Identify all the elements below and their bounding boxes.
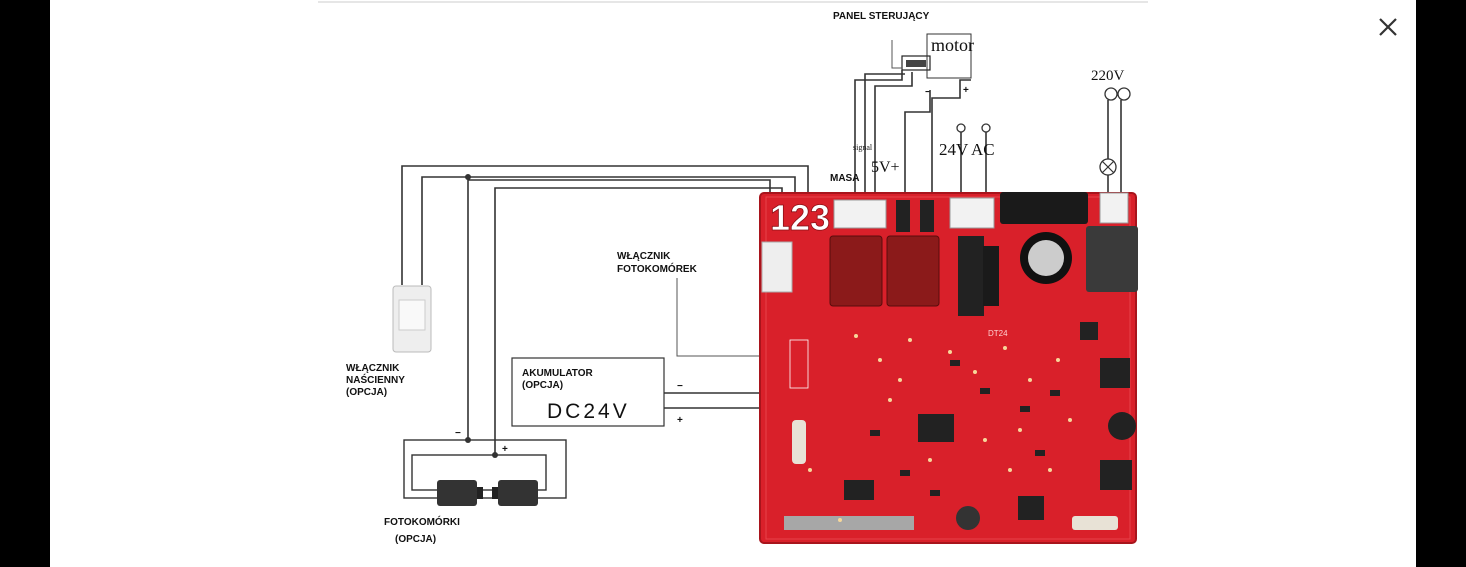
masa-label: MASA	[830, 173, 859, 184]
pcb-small-parts	[870, 360, 1060, 496]
wall-switch-label-3: (OPCJA)	[346, 387, 387, 398]
resistor-2	[792, 420, 806, 464]
panel-wire	[891, 40, 902, 69]
battery-voltage: DC24V	[547, 400, 630, 423]
photocell-receiver-icon	[498, 480, 538, 506]
photocell-transmitter-icon	[437, 480, 477, 506]
relay-3	[1086, 226, 1138, 292]
connector-signal	[833, 199, 887, 229]
photocell-receiver-lens	[492, 487, 498, 499]
v220-label: 220V	[1091, 68, 1125, 84]
relay-2	[886, 235, 940, 307]
connector-220v	[1099, 192, 1129, 224]
power-relay-black	[1000, 192, 1088, 224]
battery-minus: −	[677, 381, 683, 392]
wire-masa	[854, 70, 903, 192]
panel-label: PANEL STERUJĄCY	[833, 11, 930, 22]
pin-header	[983, 246, 999, 306]
battery-label-1: AKUMULATOR	[522, 368, 594, 379]
board-number: 123	[770, 197, 830, 238]
capacitor-3	[956, 506, 980, 530]
junction-1	[465, 174, 471, 180]
motor-box	[926, 33, 972, 79]
close-icon[interactable]	[1373, 12, 1403, 42]
wire-motor-plus	[931, 79, 971, 200]
motor-terminal-2	[920, 200, 934, 232]
ic-chip-2	[844, 480, 874, 500]
capacitor-top	[1028, 240, 1064, 276]
battery-box	[511, 357, 665, 427]
photocell-transmitter-lens	[477, 487, 483, 499]
wire-5v	[874, 72, 913, 192]
motor-minus: −	[925, 87, 931, 98]
transformer-block	[958, 236, 984, 316]
photocells-label-1: FOTOKOMÓRKI	[384, 515, 460, 528]
photo-switch-leader	[676, 278, 762, 357]
antenna-module	[784, 516, 914, 530]
wire-motor-minus	[904, 90, 931, 200]
ic-chip-1	[918, 414, 954, 442]
pcb-pads	[808, 334, 1072, 522]
transistor-1	[1080, 322, 1098, 340]
ac-label: AC	[971, 140, 995, 159]
pcb-marking: DT24	[988, 329, 1008, 338]
connector-photo	[761, 241, 793, 293]
battery-plus: +	[677, 415, 683, 426]
mains-terminal-1	[1104, 87, 1118, 101]
panel-connector-pins	[906, 60, 926, 67]
ac-terminal-1	[956, 123, 966, 133]
wiring-diagram: PANEL STERUJĄCY motor − + signal MASA 5V…	[318, 1, 1148, 545]
wall-switch-label-2: NAŚCIENNY	[346, 373, 405, 386]
wire-signal	[864, 73, 905, 192]
v5-label: 5V+	[871, 159, 900, 176]
capacitor-2	[1108, 412, 1136, 440]
motor-label: motor	[931, 35, 974, 55]
photocells-label-2: (OPCJA)	[395, 534, 436, 545]
motor-plus: +	[963, 85, 969, 96]
photo-switch-label-1: WŁĄCZNIK	[617, 251, 671, 262]
v24-label: 24V	[939, 140, 969, 159]
photocell-minus: −	[455, 428, 461, 439]
wall-switch-rocker	[398, 299, 426, 331]
wire-wall-switch-1	[401, 165, 809, 285]
control-board: 123 DT24	[759, 192, 1138, 544]
pcb-body	[759, 192, 1137, 544]
fuse-cross-2	[1101, 160, 1115, 174]
silkscreen-box	[789, 339, 809, 389]
transistor-3	[1100, 460, 1132, 490]
image-viewer: PANEL STERUJĄCY motor − + signal MASA 5V…	[50, 0, 1416, 567]
signal-label: signal	[853, 143, 873, 152]
resistor-large	[1072, 516, 1118, 530]
mains-terminal-2	[1117, 87, 1131, 101]
wire-wall-switch-2	[421, 176, 796, 285]
battery-label-2: (OPCJA)	[522, 380, 563, 391]
photocell-loop-outer	[403, 439, 567, 499]
wire-photocell-plus	[494, 187, 783, 455]
motor-terminal-1	[896, 200, 910, 232]
wall-switch-label-1: WŁĄCZNIK	[346, 363, 400, 374]
transistor-2	[1100, 358, 1130, 388]
ac-terminal-2	[981, 123, 991, 133]
transistor-4	[1018, 496, 1044, 520]
photocell-plus: +	[502, 444, 508, 455]
connector-24v	[949, 197, 995, 229]
photo-switch-label-2: FOTOKOMÓREK	[617, 262, 698, 275]
wire-photocell-minus	[467, 179, 771, 440]
relay-1	[829, 235, 883, 307]
